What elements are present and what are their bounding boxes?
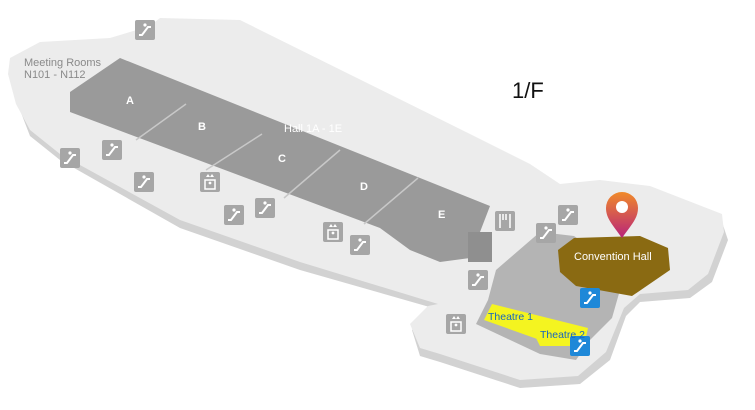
lift-icon[interactable]: [322, 221, 344, 243]
lift-icon[interactable]: [445, 313, 467, 335]
floor-level-label: 1/F: [512, 78, 544, 103]
hall-e-label: E: [438, 209, 445, 221]
hall-dividers: [135, 103, 419, 225]
escalator-icon[interactable]: [223, 204, 245, 226]
hall-c-label: C: [278, 153, 286, 165]
meeting-rooms-label: Meeting Rooms: [24, 57, 102, 69]
hall-group-label: Hall 1A - 1E: [284, 123, 342, 135]
escalator-icon[interactable]: [134, 19, 156, 41]
hall-a-label: A: [126, 95, 134, 107]
escalator-icon[interactable]: [133, 171, 155, 193]
escalator-icon[interactable]: [535, 222, 557, 244]
lift-icon[interactable]: [199, 171, 221, 193]
convention-hall-label: Convention Hall: [574, 251, 652, 263]
escalator-icon[interactable]: [467, 269, 489, 291]
escalator-icon[interactable]: [59, 147, 81, 169]
escalator-icon[interactable]: [101, 139, 123, 161]
service-room: [468, 232, 492, 262]
escalator-icon[interactable]: [254, 197, 276, 219]
convention-hall-area: [558, 236, 670, 296]
theatre-2-label: Theatre 2: [540, 329, 585, 341]
escalator-icon[interactable]: [349, 234, 371, 256]
hall-b-label: B: [198, 121, 206, 133]
meeting-rooms-range: N101 - N112: [24, 69, 86, 81]
escalator-icon[interactable]: [579, 287, 601, 309]
restaurant-icon[interactable]: [495, 211, 515, 231]
escalator-icon[interactable]: [557, 204, 579, 226]
theatre-1-area: [484, 304, 548, 340]
exhibition-halls: [70, 58, 490, 262]
location-pin-icon[interactable]: [606, 192, 638, 238]
theatre-1-label: Theatre 1: [488, 311, 533, 323]
hall-d-label: D: [360, 181, 368, 193]
